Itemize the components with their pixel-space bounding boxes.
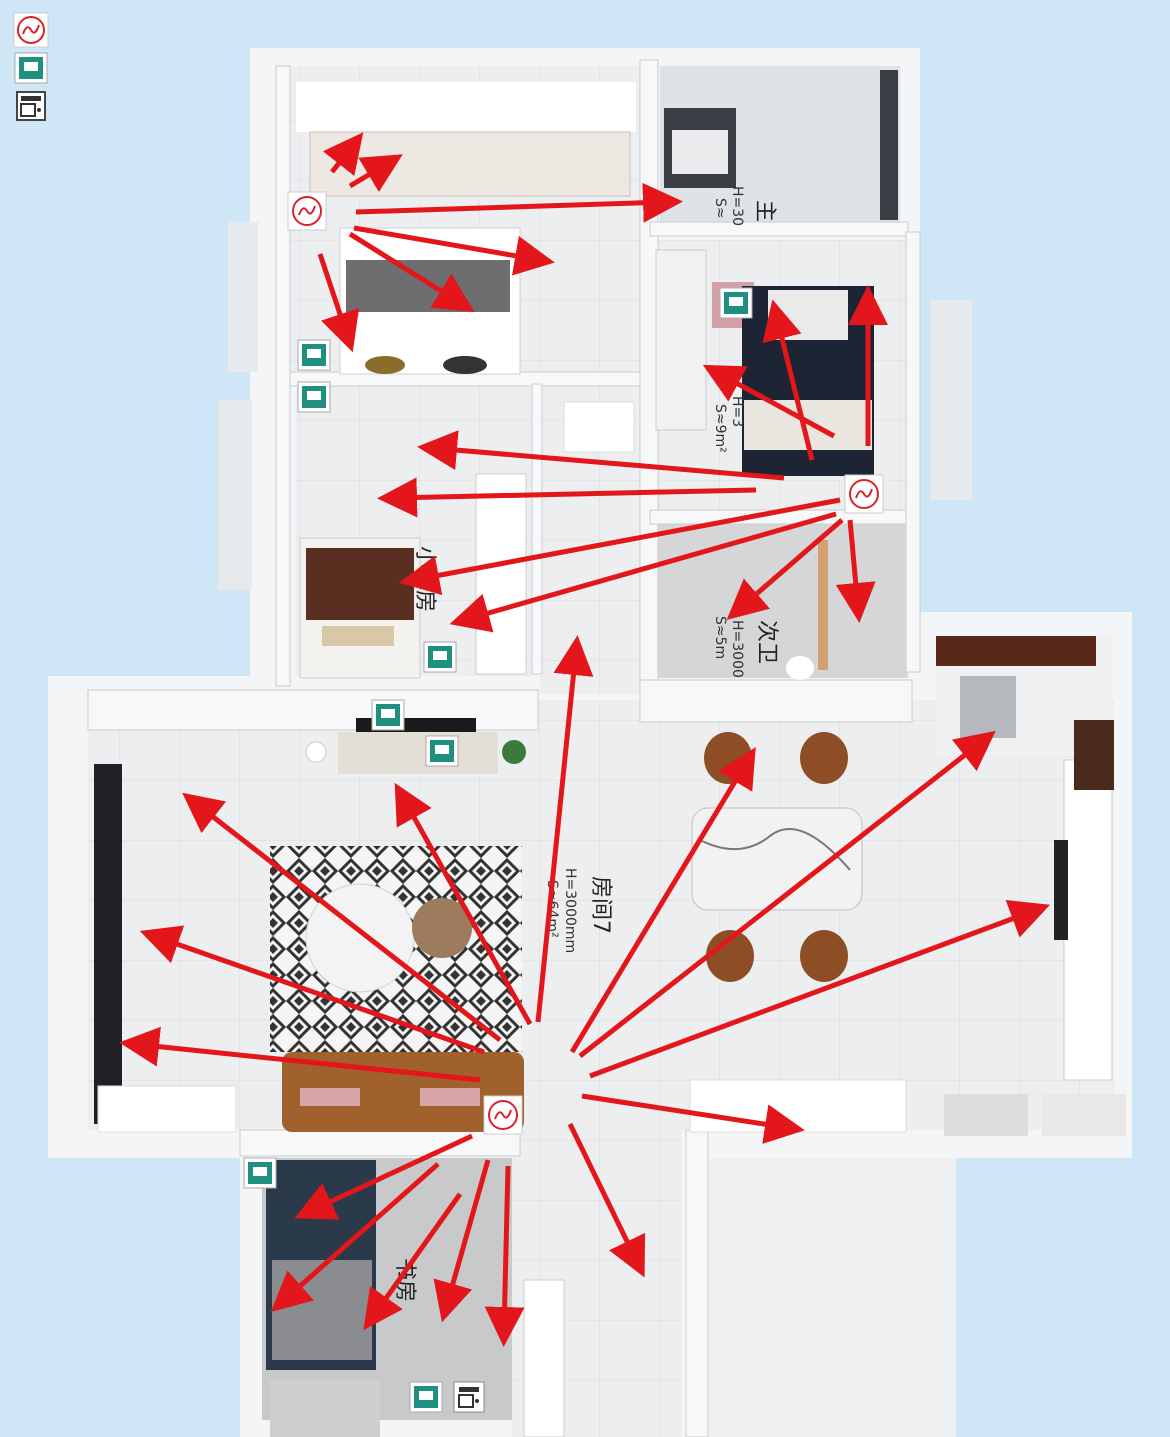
signal-arrow [355, 182, 683, 223]
living-room-name: 房间7 [588, 876, 613, 934]
signal-arrow [578, 730, 996, 1058]
master-bath-area: S≈ [712, 198, 728, 219]
master-bath-name: 主 [752, 200, 777, 222]
network-box-icon [16, 91, 46, 121]
living-room-furniture [94, 718, 526, 1133]
kitchen-furniture [689, 636, 1126, 1136]
signal-arrow [417, 430, 785, 481]
right-bedroom-area: S≈9m² [712, 404, 728, 453]
network-box-icon[interactable] [453, 1381, 485, 1413]
signal-arrow [589, 899, 1051, 1079]
signal-arrow [535, 635, 594, 1023]
signal-arrow [394, 782, 533, 1026]
ethernet-port-icon[interactable] [423, 641, 457, 673]
second-bath-area: S≈5m [712, 616, 728, 659]
wifi-router-icon [13, 12, 49, 48]
legend [12, 12, 56, 128]
second-bath-name: 次卫 [754, 620, 779, 664]
signal-arrow [377, 477, 757, 518]
ethernet-port-icon[interactable] [719, 287, 753, 319]
signal-arrow [433, 1159, 491, 1323]
signal-arrow [726, 518, 844, 620]
ethernet-port-icon[interactable] [425, 735, 459, 767]
signal-arrow [835, 519, 876, 623]
signal-arrow [399, 497, 841, 596]
right-bedroom-height: H=3 [729, 396, 745, 427]
signal-arrow [569, 747, 756, 1054]
signal-arrow [567, 1122, 646, 1278]
signal-arrow [363, 1192, 463, 1331]
master-bath-furniture [664, 70, 898, 220]
signal-arrow [348, 154, 403, 193]
ethernet-ports [243, 287, 753, 1413]
wifi-router-icon[interactable] [483, 1095, 523, 1135]
ethernet-port-icon[interactable] [371, 699, 405, 731]
legend-item-router [12, 12, 50, 48]
signal-arrow [484, 1165, 525, 1347]
signal-arrow [317, 253, 360, 353]
wifi-router-icon[interactable] [287, 191, 327, 231]
signal-arrow [702, 364, 836, 439]
signal-arrows [119, 132, 1051, 1347]
signal-arrow [182, 792, 502, 1042]
ethernet-port-icon[interactable] [297, 339, 331, 371]
signal-arrow [449, 511, 837, 633]
study-furniture [266, 1160, 565, 1437]
legend-item-ethernet [12, 52, 50, 84]
signal-arrow [139, 925, 485, 1055]
ethernet-port-icon [14, 52, 48, 84]
wifi-router-icon[interactable] [844, 474, 884, 514]
ethernet-port-icon[interactable] [243, 1157, 277, 1189]
signal-arrow [762, 299, 815, 461]
second-bath-furniture [786, 540, 828, 680]
signal-arrow [353, 225, 555, 276]
living-room-height: H=3000mm [562, 868, 578, 953]
second-bath-height: H=3000 [729, 620, 745, 678]
master-bath-height: H=30 [729, 186, 745, 226]
signal-arrow [581, 1093, 805, 1144]
ethernet-port-icon[interactable] [409, 1381, 443, 1413]
signal-arrow [119, 1026, 481, 1083]
legend-item-network-box [12, 90, 50, 122]
study-name: 书房 [392, 1258, 417, 1302]
signal-arrow [294, 1133, 474, 1220]
signal-arrow [322, 132, 364, 177]
wifi-routers [287, 191, 884, 1135]
ethernet-port-icon[interactable] [297, 381, 331, 413]
room-labels: H=30 S≈ 主 H=3 S≈9m² 小卧房 H=3000 S≈5m 次卫 房… [392, 186, 779, 1302]
signal-arrow [348, 231, 475, 312]
signal-arrow [270, 1162, 440, 1312]
